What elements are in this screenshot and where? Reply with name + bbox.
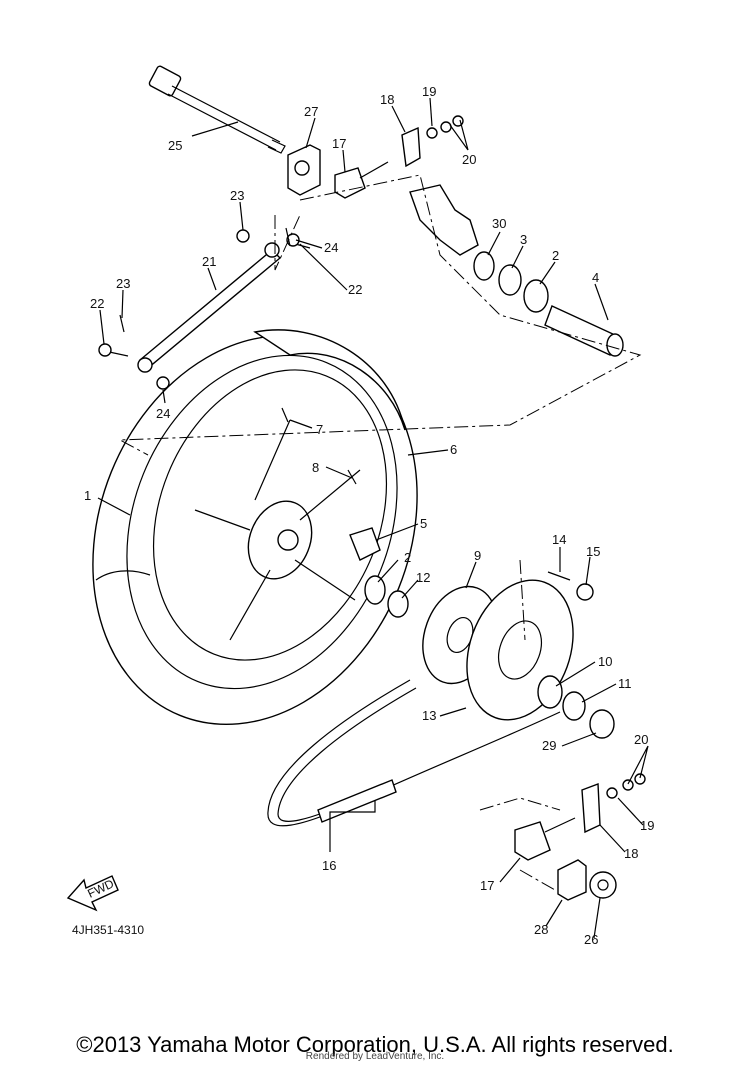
callout-label: 25 [168,138,182,153]
callout-label: 2 [552,248,559,263]
callout-label: 18 [624,846,638,861]
chain-puller-bottom [514,773,646,901]
callout-label: 23 [116,276,130,291]
axle-part [148,65,286,154]
diagram-drawing: FWD 25 27 18 19 20 17 23 24 21 22 30 3 2… [66,65,654,947]
callout-label: 5 [420,516,427,531]
callout-label: 28 [534,922,548,937]
callout-label: 3 [520,232,527,247]
callout-label: 15 [586,544,600,559]
callout-label: 26 [584,932,598,947]
callout-label: 2 [404,550,411,565]
callout-label: 27 [304,104,318,119]
callout-label: 22 [348,282,362,297]
callout-label: 13 [422,708,436,723]
callout-labels: 25 27 18 19 20 17 23 24 21 22 30 3 2 4 2… [72,84,654,947]
rendered-by-notice: Rendered by LeadVenture, Inc. [305,1051,445,1062]
callout-label: 24 [156,406,170,421]
callout-label: 6 [450,442,457,457]
chain-puller-top [287,115,464,199]
callout-label: 11 [618,676,632,691]
callout-label: 22 [90,296,104,311]
brake-bracket [409,184,479,256]
rear-wheel [92,329,418,726]
callout-label: 19 [422,84,436,99]
callout-label: 17 [332,136,346,151]
callout-label: 19 [640,818,654,833]
hub-bearings-top [473,251,624,357]
callout-label: 21 [202,254,216,269]
sprocket [466,571,615,739]
callout-label: 30 [492,216,506,231]
assembly-lines [118,174,642,891]
callout-label: 1 [84,488,91,503]
callout-label: 16 [322,858,336,873]
copyright-notice: ©2013 Yamaha Motor Corporation, U.S.A. A… [76,1032,674,1057]
callout-label: 9 [474,548,481,563]
callout-label: 8 [312,460,319,475]
callout-label: 20 [462,152,476,167]
callout-label: 7 [316,422,323,437]
callout-label: 14 [552,532,566,547]
callout-label: 18 [380,92,394,107]
callout-label: 10 [598,654,612,669]
fwd-arrow-icon: FWD [66,875,119,912]
callout-label: 17 [480,878,494,893]
leader-lines [97,97,649,939]
callout-label: 29 [542,738,556,753]
callout-label: 23 [230,188,244,203]
callout-label: 24 [324,240,338,255]
callout-label: 20 [634,732,648,747]
callout-label: 4 [592,270,599,285]
callout-label: 12 [416,570,430,585]
part-code: 4JH351-4310 [72,923,144,937]
